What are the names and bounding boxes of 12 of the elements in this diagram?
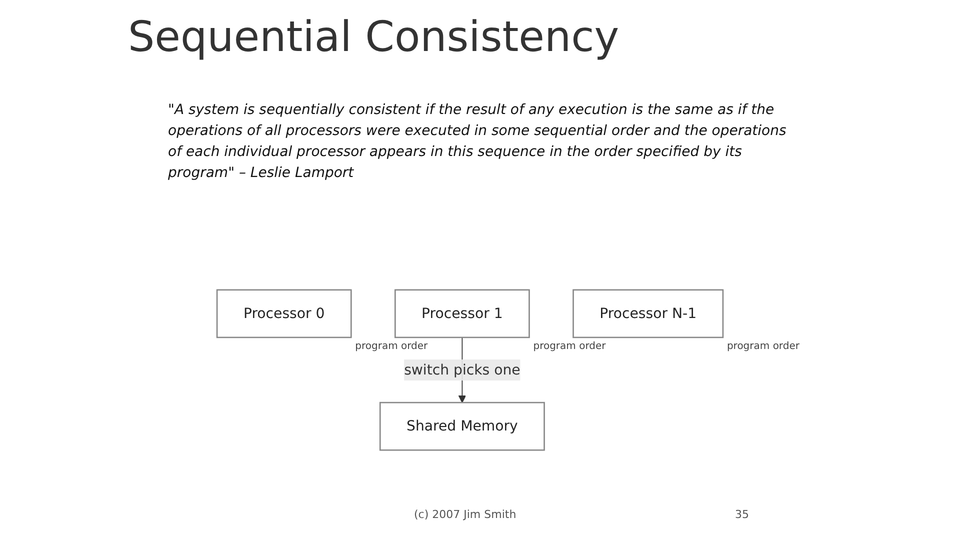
slide-title: Sequential Consistency <box>128 12 620 61</box>
node-box: Shared Memory <box>379 402 545 451</box>
footer-text: (c) 2007 Jim Smith <box>414 508 516 521</box>
node-box: Processor 0 <box>216 289 352 338</box>
quote-text: "A system is sequentially consistent if the result of any execution is the same as if the operations of all processors were executed in some sequential order and the operations of each individual processor appears in this sequence in the order specified by its program" – Leslie Lamport <box>168 101 788 183</box>
edge-label: switch picks one <box>404 361 520 378</box>
page-number: 35 <box>735 508 749 521</box>
node-caption: program order <box>726 341 800 352</box>
node-caption: program order <box>533 341 606 352</box>
node-box: Processor 1 <box>394 289 530 338</box>
node-caption: program order <box>355 341 428 352</box>
node-box: Processor N-1 <box>572 289 724 338</box>
